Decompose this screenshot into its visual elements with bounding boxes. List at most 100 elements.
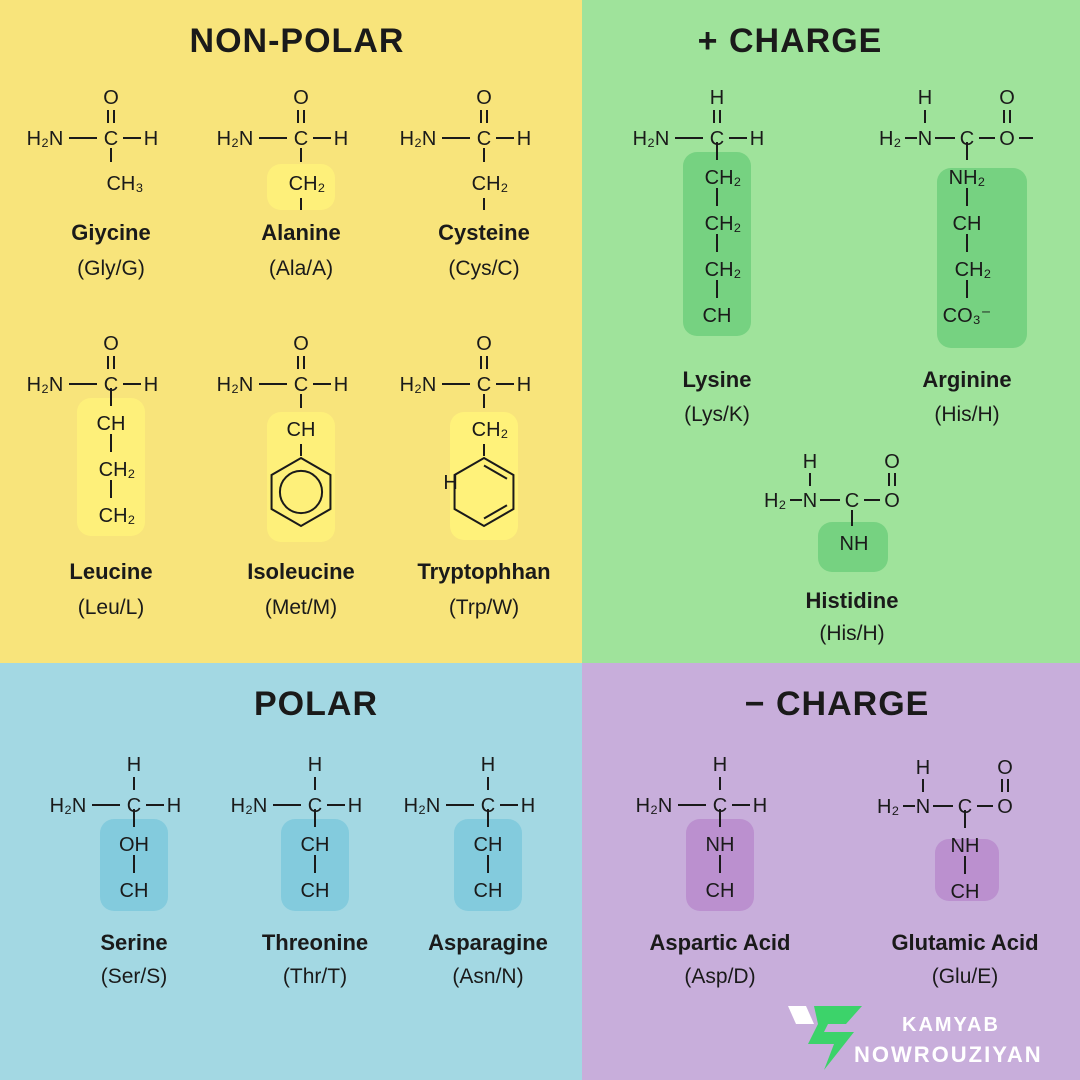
aa-name: Glutamic Acid [891, 930, 1039, 955]
side-hydrogen-label: H [167, 795, 181, 817]
side-hydrogen-label: H [517, 128, 531, 150]
section-title-positive: + CHARGE [697, 22, 883, 60]
top-hydrogen-label: H [710, 87, 724, 109]
carbonyl-oxygen-label: O [293, 333, 309, 355]
nitrogen-label: N [916, 796, 930, 818]
brand-logo: KAMYAB NOWROUZIYAN [784, 998, 1074, 1074]
carbonyl-oxygen-label: O [476, 87, 492, 109]
sidechain-group-label: CH [703, 305, 732, 327]
aa-abbr: (Gly/G) [77, 257, 145, 280]
aa-abbr: (Leu/L) [77, 596, 145, 619]
sidechain-group-label: CH₂ [705, 259, 742, 281]
aa-name: Isoleucine [247, 559, 355, 584]
aromatic-circle [278, 469, 324, 515]
sidechain-highlight [267, 412, 335, 542]
amine-group-label: H₂N [27, 128, 64, 150]
alpha-carbon-label: C [960, 128, 974, 150]
lightning-s-logo-icon [788, 1006, 862, 1070]
aa-abbr: (His/H) [819, 622, 885, 645]
side-hydrogen-label: H [348, 795, 362, 817]
aa-name: Serine [100, 930, 168, 955]
hydrogen-label: H₂ [879, 128, 901, 150]
top-hydrogen-label: H [481, 754, 495, 776]
bond-line [483, 504, 508, 520]
aa-abbr: (Ser/S) [100, 965, 168, 988]
hydrogen-label: H₂ [764, 490, 786, 512]
carbonyl-oxygen-label: O [103, 87, 119, 109]
side-hydrogen-label: H [144, 128, 158, 150]
side-hydrogen-label: H [334, 374, 348, 396]
sidechain-group-label: CH₂ [99, 459, 136, 481]
sidechain-group-label: CH₂ [955, 259, 992, 281]
sidechain-group-label: CH [706, 880, 735, 902]
aa-abbr: (Thr/T) [282, 965, 348, 988]
aa-abbr: (Glu/E) [931, 965, 999, 988]
alpha-carbon-label: C [294, 128, 308, 150]
sidechain-highlight [935, 839, 999, 901]
side-hydrogen-label: H [521, 795, 535, 817]
amine-group-label: H₂N [400, 374, 437, 396]
aa-abbr: (Lys/K) [684, 403, 750, 426]
carbonyl-oxygen-label: O [293, 87, 309, 109]
amine-group-label: H₂N [633, 128, 670, 150]
alpha-carbon-label: C [958, 796, 972, 818]
carbonyl-oxygen-label: O [476, 333, 492, 355]
top-hydrogen-label: H [803, 451, 817, 473]
sidechain-group-label: NH [840, 533, 869, 555]
aa-abbr: (Asn/N) [452, 965, 524, 988]
logo-line-1: KAMYAB [902, 1014, 1000, 1036]
aa-name: Tryptophhan [417, 559, 551, 584]
section-title-nonpolar: NON-POLAR [189, 22, 405, 60]
nitrogen-label: N [918, 128, 932, 150]
sidechain-group-label: CH [474, 880, 503, 902]
aa-name: Histidine [805, 588, 899, 613]
aa-abbr: (Cys/C) [448, 257, 520, 280]
alpha-carbon-label: C [477, 128, 491, 150]
side-hydrogen-label: H [334, 128, 348, 150]
aa-name: Threonine [261, 930, 369, 955]
sidechain-group-label: CH [474, 834, 503, 856]
top-hydrogen-label: H [916, 757, 930, 779]
amine-group-label: H₂N [231, 795, 268, 817]
sidechain-group-label: CH₂ [705, 213, 742, 235]
sidechain-highlight [267, 164, 335, 210]
top-hydrogen-label: H [918, 87, 932, 109]
sidechain-group-label: CO₃⁻ [943, 305, 992, 327]
aa-name: Cysteine [438, 220, 530, 245]
side-hydrogen-label: H [517, 374, 531, 396]
alpha-carbon-label: C [127, 795, 141, 817]
sidechain-highlight [77, 398, 145, 536]
aa-name: Lysine [682, 367, 752, 392]
top-hydrogen-label: H [713, 754, 727, 776]
sidechain-group-label: CH [953, 213, 982, 235]
sidechain-group-label: CH [301, 880, 330, 902]
amine-group-label: H₂N [50, 795, 87, 817]
benzene-ring [453, 456, 515, 528]
alpha-carbon-label: C [713, 795, 727, 817]
aa-name: Asparagine [428, 930, 548, 955]
sidechain-group-label: CH [951, 881, 980, 903]
carbonyl-oxygen-label: O [884, 451, 900, 473]
alpha-carbon-label: C [710, 128, 724, 150]
logo-line-2: NOWROUZIYAN [854, 1042, 1043, 1067]
amine-group-label: H₂N [217, 128, 254, 150]
aa-abbr: (Met/M) [264, 596, 338, 619]
aa-name: Aspartic Acid [649, 930, 791, 955]
side-hydrogen-label: H [144, 374, 158, 396]
amine-group-label: H₂N [404, 795, 441, 817]
